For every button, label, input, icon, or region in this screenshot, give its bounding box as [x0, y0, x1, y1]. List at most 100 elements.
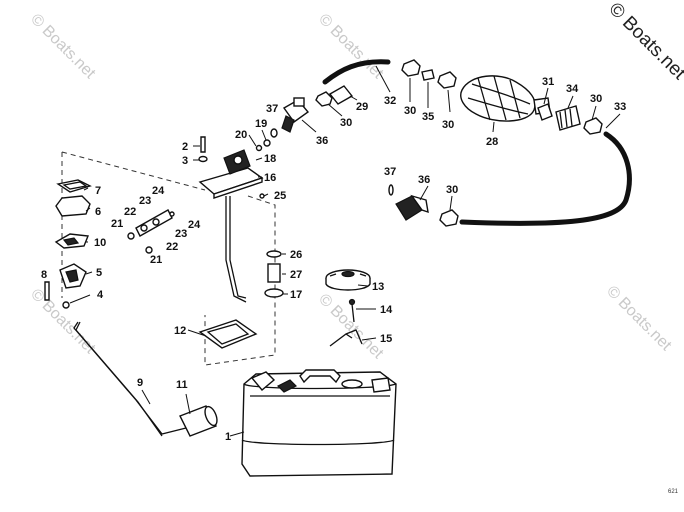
o-ring-25 — [259, 193, 265, 199]
callout-3: 3 — [182, 155, 188, 167]
callout-32: 32 — [384, 95, 396, 107]
leader-lines — [69, 65, 621, 437]
clip-24 — [169, 211, 175, 217]
callout-5: 5 — [96, 267, 102, 279]
callout-4: 4 — [97, 289, 104, 301]
fitting-31 — [537, 103, 553, 121]
washer-21 — [145, 246, 153, 254]
watermark: © Boats.net — [603, 283, 675, 355]
gasket-10 — [54, 233, 89, 249]
callout-7: 7 — [95, 185, 101, 197]
washer-17 — [264, 288, 284, 298]
clamp-30 — [315, 91, 333, 107]
fuel-hose-33 — [459, 131, 632, 226]
gasket-7 — [56, 179, 92, 193]
callout-18: 18 — [264, 153, 276, 165]
callout-33: 33 — [614, 101, 626, 113]
callout-2: 2 — [182, 141, 188, 153]
callout-21: 21 — [150, 254, 162, 266]
callout-26: 26 — [290, 249, 302, 261]
o-ring-26 — [266, 250, 282, 258]
callout-23: 23 — [139, 195, 151, 207]
watermark: © Boats.net — [27, 11, 99, 83]
chain-15 — [329, 329, 363, 347]
cover-6 — [55, 195, 91, 217]
callout-37: 37 — [384, 166, 396, 178]
callout-24: 24 — [188, 219, 201, 231]
fuel-pickup-assembly-16 — [198, 149, 264, 303]
fuel-tank-1 — [241, 369, 397, 477]
callout-17: 17 — [290, 289, 302, 301]
callout-36: 36 — [418, 174, 430, 186]
callout-9: 9 — [137, 377, 143, 389]
callout-28: 28 — [486, 136, 498, 148]
callout-23: 23 — [175, 228, 187, 240]
callout-16: 16 — [264, 172, 276, 184]
watermark-top-right: © Boats.net — [604, 0, 684, 84]
callout-19: 19 — [255, 118, 267, 130]
callout-12: 12 — [174, 325, 186, 337]
callout-30: 30 — [442, 119, 454, 131]
washer-4 — [62, 301, 70, 309]
callout-1: 1 — [225, 431, 231, 443]
screw-14-head — [348, 298, 356, 306]
float-rod-9 — [75, 321, 163, 437]
washer-3 — [198, 155, 208, 163]
connector-36-lower — [395, 194, 429, 221]
callout-6: 6 — [95, 206, 101, 218]
washer-21 — [127, 232, 135, 240]
callout-13: 13 — [372, 281, 384, 293]
callout-numbers: 1 2 3 4 5 6 7 8 9 10 11 12 13 14 15 16 1… — [41, 76, 626, 443]
callout-22: 22 — [166, 241, 178, 253]
washer-19 — [263, 139, 271, 147]
check-valve-34 — [555, 105, 581, 131]
callout-37: 37 — [266, 103, 278, 115]
callout-29: 29 — [356, 101, 368, 113]
callout-30: 30 — [404, 105, 416, 117]
float-arm-5 — [59, 263, 87, 289]
clamp-30 — [401, 59, 421, 77]
callout-36: 36 — [316, 135, 328, 147]
gasket-12 — [198, 319, 258, 349]
callout-34: 34 — [566, 83, 579, 95]
callout-24: 24 — [152, 185, 165, 197]
callout-15: 15 — [380, 333, 392, 345]
watermark: © Boats.net — [27, 286, 99, 358]
callout-8: 8 — [41, 269, 47, 281]
primer-bulb-28 — [460, 75, 551, 122]
callout-22: 22 — [124, 206, 136, 218]
o-ring-37 — [270, 128, 278, 138]
callout-21: 21 — [111, 218, 123, 230]
linkage-22-23 — [135, 209, 173, 237]
spring-27 — [267, 263, 281, 283]
fitting-35 — [421, 69, 435, 81]
callout-31: 31 — [542, 76, 554, 88]
callout-30: 30 — [590, 93, 602, 105]
callout-25: 25 — [274, 190, 286, 202]
assembly-dashed-line — [204, 195, 276, 366]
callout-30: 30 — [340, 117, 352, 129]
clamp-30 — [439, 209, 459, 227]
screw-2 — [200, 136, 206, 153]
fuel-hose-32 — [322, 59, 391, 85]
drawing-code: 621 — [668, 489, 679, 495]
callout-20: 20 — [235, 129, 247, 141]
callout-35: 35 — [422, 111, 434, 123]
connector-29 — [328, 85, 354, 105]
washer-20 — [255, 144, 263, 152]
float-11 — [179, 405, 218, 437]
callout-11: 11 — [176, 379, 188, 391]
screw-8 — [44, 281, 50, 301]
clamp-30 — [437, 71, 457, 89]
filler-cap-13 — [325, 269, 371, 291]
callout-10: 10 — [94, 237, 106, 249]
connector-36-upper — [281, 97, 310, 133]
watermark: © Boats.net — [315, 11, 387, 83]
callout-27: 27 — [290, 269, 302, 281]
screw-14 — [351, 303, 355, 323]
clamp-30 — [583, 117, 603, 135]
o-ring-37 — [388, 184, 394, 196]
callout-30: 30 — [446, 184, 458, 196]
